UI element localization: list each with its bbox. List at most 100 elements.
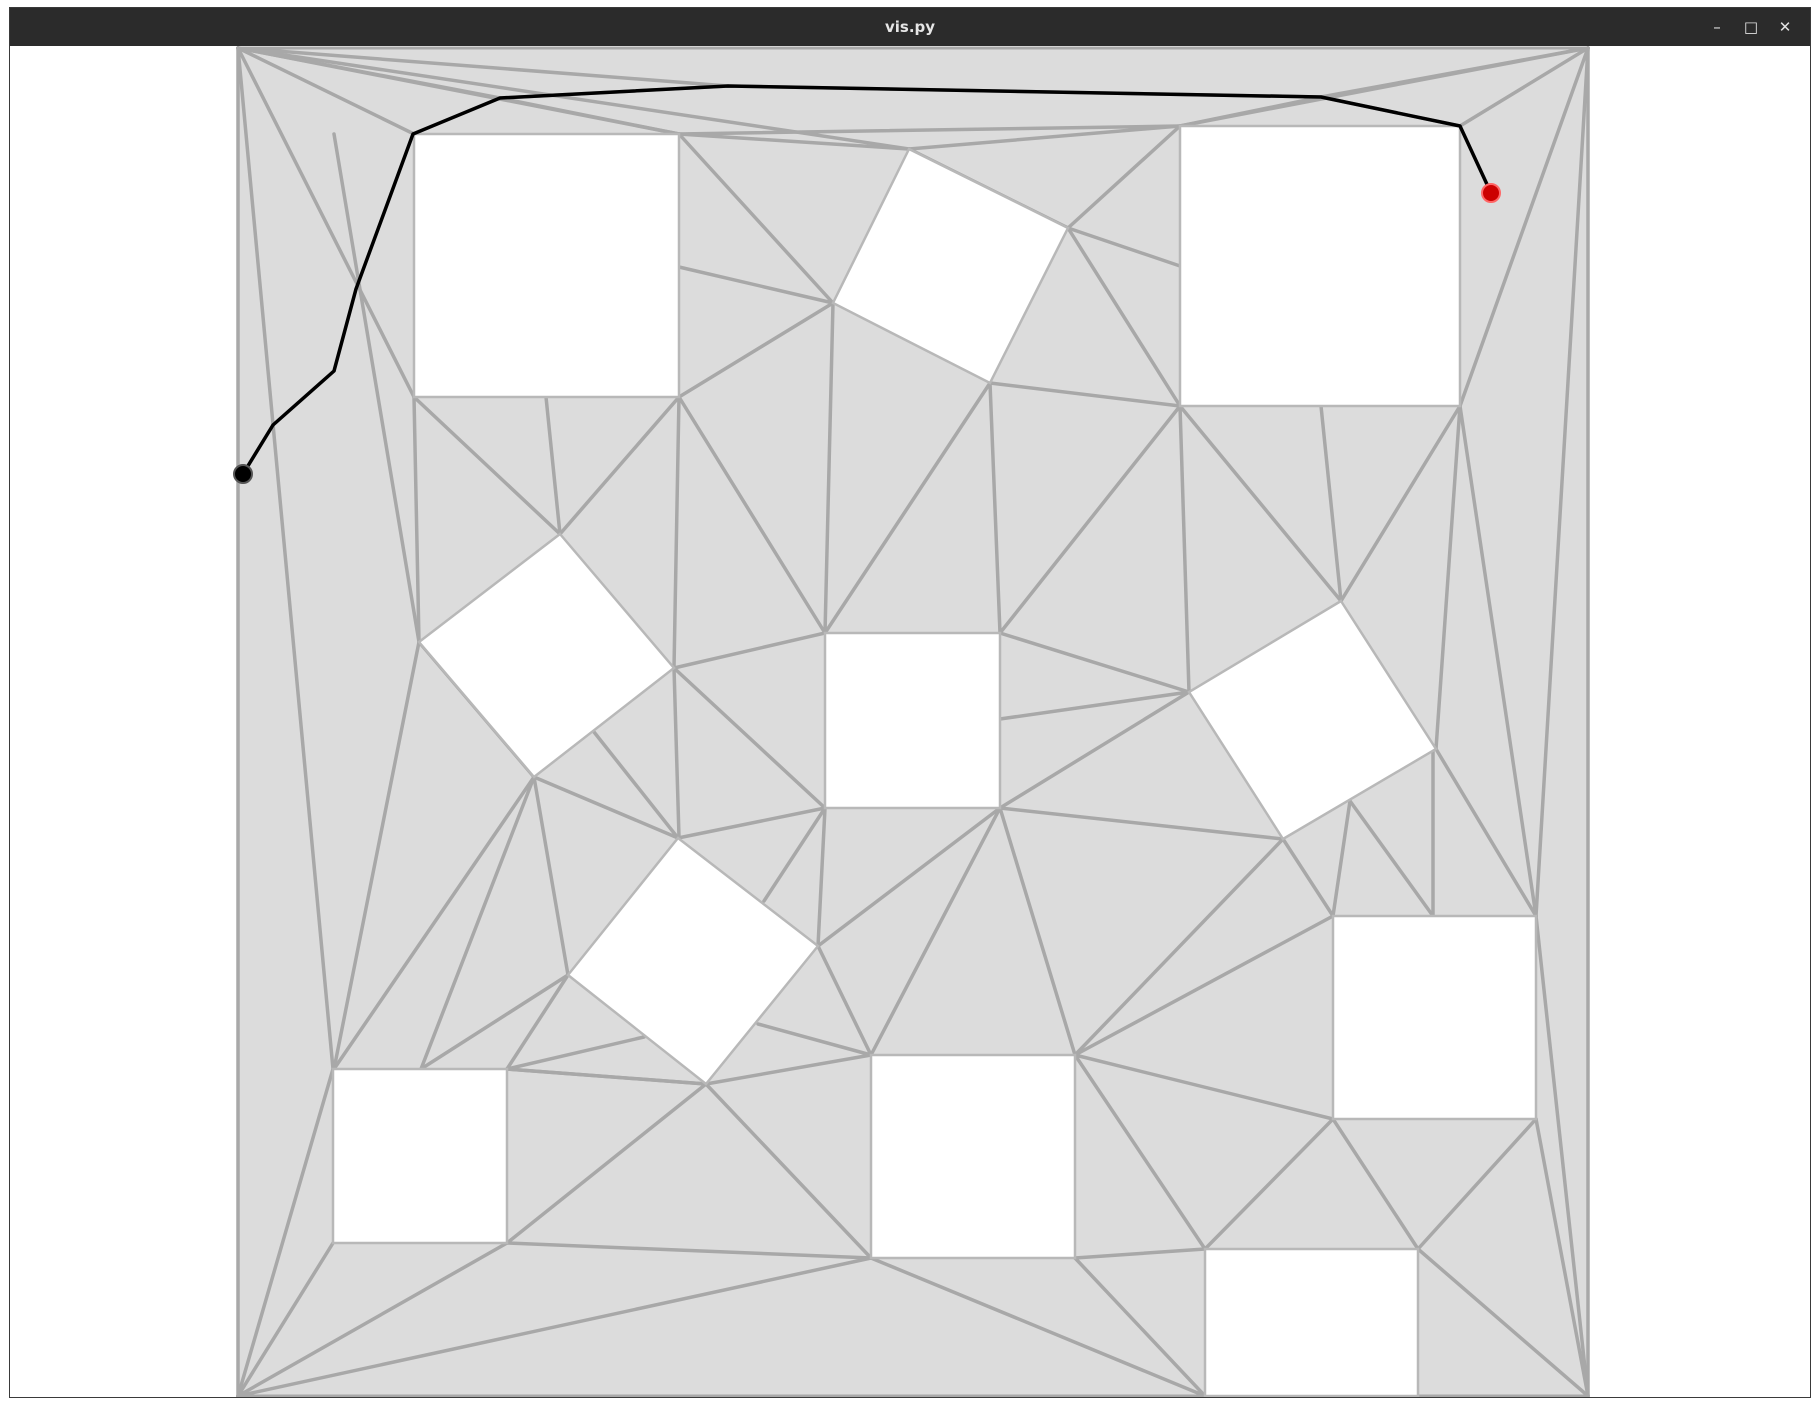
mesh-edge [869, 1256, 1207, 1397]
mesh-edge [677, 301, 835, 399]
mesh-edge [1331, 799, 1352, 918]
mesh-edge [1534, 914, 1590, 1397]
mesh-edge [236, 46, 416, 136]
mesh-edge [1319, 404, 1343, 603]
close-button[interactable]: ✕ [1778, 18, 1792, 36]
mesh-edge [1416, 1247, 1590, 1397]
mesh-edge [332, 775, 536, 1071]
mesh-edge [998, 690, 1191, 810]
mesh-edge [412, 395, 562, 536]
mesh-edge [1178, 46, 1590, 128]
mesh-edge [1073, 1053, 1335, 1121]
mesh-edge [1339, 404, 1462, 603]
mesh-edge [998, 404, 1182, 635]
mesh-edge [236, 1241, 509, 1397]
navmesh-plot[interactable] [10, 46, 1810, 1397]
mesh-edge [704, 1053, 873, 1086]
mesh-edge [332, 640, 421, 1071]
app-window: vis.py – □ ✕ [9, 7, 1811, 1398]
mesh-edge [998, 690, 1191, 721]
mesh-edge [1178, 404, 1343, 603]
mesh-edge [558, 395, 681, 536]
obstacle [1331, 914, 1538, 1121]
mesh-edge [1203, 1117, 1335, 1251]
mesh-edge [532, 775, 570, 977]
mesh-edge [704, 1082, 873, 1260]
mesh-edge [1178, 404, 1191, 694]
mesh-edge [998, 806, 1077, 1057]
mesh-edge [419, 973, 570, 1071]
mesh-edge [823, 301, 835, 635]
mesh-edge [823, 381, 992, 635]
mesh-edge [1348, 799, 1435, 918]
maximize-button[interactable]: □ [1743, 18, 1759, 36]
mesh-edge [762, 806, 827, 903]
obstacle [331, 1067, 509, 1245]
mesh-edge [412, 395, 421, 644]
obstacle [412, 132, 681, 399]
mesh-edge [505, 973, 570, 1071]
obstacle [566, 836, 820, 1086]
mesh-edge [816, 806, 1002, 948]
obstacle [831, 147, 1070, 385]
mesh-edge [816, 806, 827, 948]
mesh-edge [236, 1241, 335, 1397]
obstacle [1178, 124, 1462, 408]
mesh-edge [816, 944, 873, 1057]
mesh-edge [592, 730, 680, 840]
title-bar[interactable]: vis.py – □ ✕ [10, 8, 1810, 46]
mesh-edge [756, 1022, 873, 1057]
mesh-edge [1073, 914, 1335, 1057]
mesh-edge [1066, 226, 1182, 408]
mesh-edge [907, 124, 1182, 151]
mesh-edge [1534, 1117, 1590, 1397]
obstacle [417, 532, 676, 779]
mesh-edge [672, 631, 827, 670]
mesh-edge [544, 395, 562, 536]
mesh-edge [236, 1256, 873, 1397]
mesh-edge [505, 1082, 708, 1245]
mesh-edge [988, 381, 1182, 408]
mesh-edge [505, 1035, 646, 1071]
mesh-edge [332, 132, 421, 644]
mesh-edge [869, 806, 1002, 1057]
mesh-edge [672, 666, 827, 810]
mesh-edge [1073, 1053, 1207, 1251]
mesh-edge [1331, 1117, 1420, 1251]
mesh-edge [1458, 46, 1590, 128]
obstacle [823, 631, 1002, 810]
mesh-edge [988, 381, 1002, 635]
start-marker [233, 464, 253, 484]
minimize-button[interactable]: – [1713, 18, 1721, 36]
planned-path [241, 84, 1493, 475]
mesh-edge [505, 1067, 708, 1086]
mesh-edge [1281, 837, 1335, 918]
mesh-edge [676, 806, 827, 840]
window-title: vis.py [884, 18, 936, 36]
mesh-edge [1458, 46, 1590, 408]
obstacle [1187, 599, 1438, 841]
mesh-edge [672, 666, 681, 839]
mesh-edge [1458, 404, 1538, 918]
obstacle [1203, 1247, 1420, 1397]
mesh-edge [1416, 1117, 1538, 1251]
mesh-edge [677, 124, 1182, 136]
mesh-edge [1066, 124, 1182, 230]
mesh-edge [236, 46, 335, 1071]
mesh-edge [1073, 1256, 1207, 1397]
mesh-edge [498, 96, 681, 136]
mesh-edge [677, 265, 835, 305]
mesh-edge [1534, 46, 1590, 918]
mesh-edge [677, 132, 835, 305]
mesh-edge [677, 132, 911, 151]
mesh-edge [1434, 404, 1462, 751]
mesh-edge [1066, 226, 1182, 268]
mesh-edge [236, 46, 416, 399]
mesh-edge [505, 1241, 873, 1260]
mesh-edge [672, 395, 681, 670]
mesh-edge [1073, 1247, 1207, 1260]
obstacle [869, 1053, 1077, 1260]
plot-canvas[interactable] [10, 46, 1810, 1397]
mesh-edge [1434, 747, 1538, 918]
mesh-edge [236, 1067, 335, 1397]
